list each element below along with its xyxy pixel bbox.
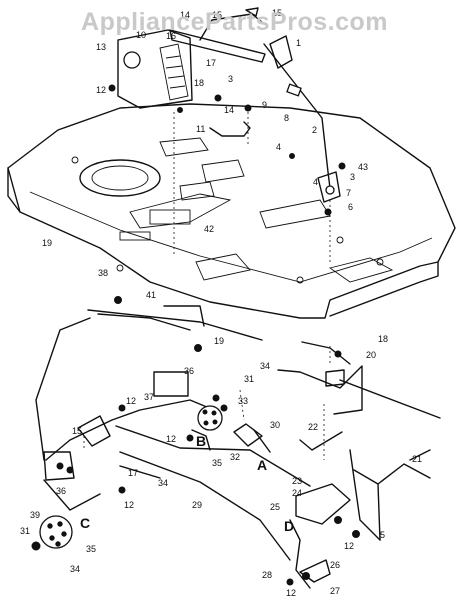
callout-32: 32 [230, 452, 240, 462]
callout-37: 37 [144, 392, 154, 402]
callout-38: 38 [98, 268, 108, 278]
callout-1: 1 [296, 38, 301, 48]
frame-pan [7, 103, 456, 319]
callout-12b: 12 [126, 396, 136, 406]
callout-labels: 1 2 3 3 4 4 5 6 7 8 9 10 11 12 12 12 12 … [20, 8, 422, 598]
callout-20: 20 [366, 350, 376, 360]
callout-3b: 3 [350, 172, 355, 182]
callout-5: 5 [380, 530, 385, 540]
callout-12d: 12 [124, 500, 134, 510]
callout-7: 7 [346, 188, 351, 198]
callout-14a: 14 [180, 10, 190, 20]
callout-9: 9 [262, 100, 267, 110]
callout-12a: 12 [96, 85, 106, 95]
callout-36a: 36 [184, 366, 194, 376]
callout-10: 10 [136, 30, 146, 40]
callout-30: 30 [270, 420, 280, 430]
callout-11: 11 [196, 124, 205, 134]
callout-15c: 15 [72, 426, 82, 436]
callout-18a: 18 [194, 78, 204, 88]
marker-b: B [196, 433, 206, 449]
callout-18b: 18 [378, 334, 388, 344]
callout-4a: 4 [276, 142, 281, 152]
callout-35b: 35 [86, 544, 96, 554]
callout-35a: 35 [212, 458, 222, 468]
marker-d: D [284, 518, 294, 534]
callout-6: 6 [348, 202, 353, 212]
callout-12f: 12 [286, 588, 296, 598]
callout-21: 21 [412, 454, 422, 464]
callout-16: 16 [166, 31, 176, 41]
callout-2: 2 [312, 125, 317, 135]
callout-31b: 31 [20, 526, 30, 536]
callout-15b: 15 [272, 8, 282, 18]
callout-4b: 4 [313, 177, 318, 187]
callout-14b: 14 [224, 105, 234, 115]
callout-17b: 17 [128, 468, 138, 478]
callout-19b: 19 [214, 336, 224, 346]
callout-34b: 34 [158, 478, 168, 488]
marker-c: C [80, 515, 90, 531]
callout-33: 33 [238, 396, 248, 406]
callout-12e: 12 [344, 541, 354, 551]
callout-22: 22 [308, 422, 318, 432]
callout-39: 39 [30, 510, 40, 520]
callout-29: 29 [192, 500, 202, 510]
callout-19a: 19 [42, 238, 52, 248]
callout-28: 28 [262, 570, 272, 580]
lower-linkage-assembly [31, 296, 441, 589]
callout-17a: 17 [206, 58, 216, 68]
callout-13: 13 [96, 42, 106, 52]
callout-25: 25 [270, 502, 280, 512]
callout-15a: 15 [212, 10, 222, 20]
marker-a: A [257, 457, 267, 473]
callout-8: 8 [284, 113, 289, 123]
callout-34c: 34 [70, 564, 80, 574]
callout-12c: 12 [166, 434, 176, 444]
callout-26: 26 [330, 560, 340, 570]
callout-23: 23 [292, 476, 302, 486]
callout-41: 41 [146, 290, 156, 300]
callout-43: 43 [358, 162, 368, 172]
callout-36b: 36 [56, 486, 66, 496]
callout-42: 42 [204, 224, 214, 234]
callout-3a: 3 [228, 74, 233, 84]
upper-bracket-assembly [108, 7, 346, 262]
callout-27: 27 [330, 586, 340, 596]
callout-24: 24 [292, 488, 302, 498]
callout-31a: 31 [244, 374, 254, 384]
callout-34a: 34 [260, 361, 270, 371]
